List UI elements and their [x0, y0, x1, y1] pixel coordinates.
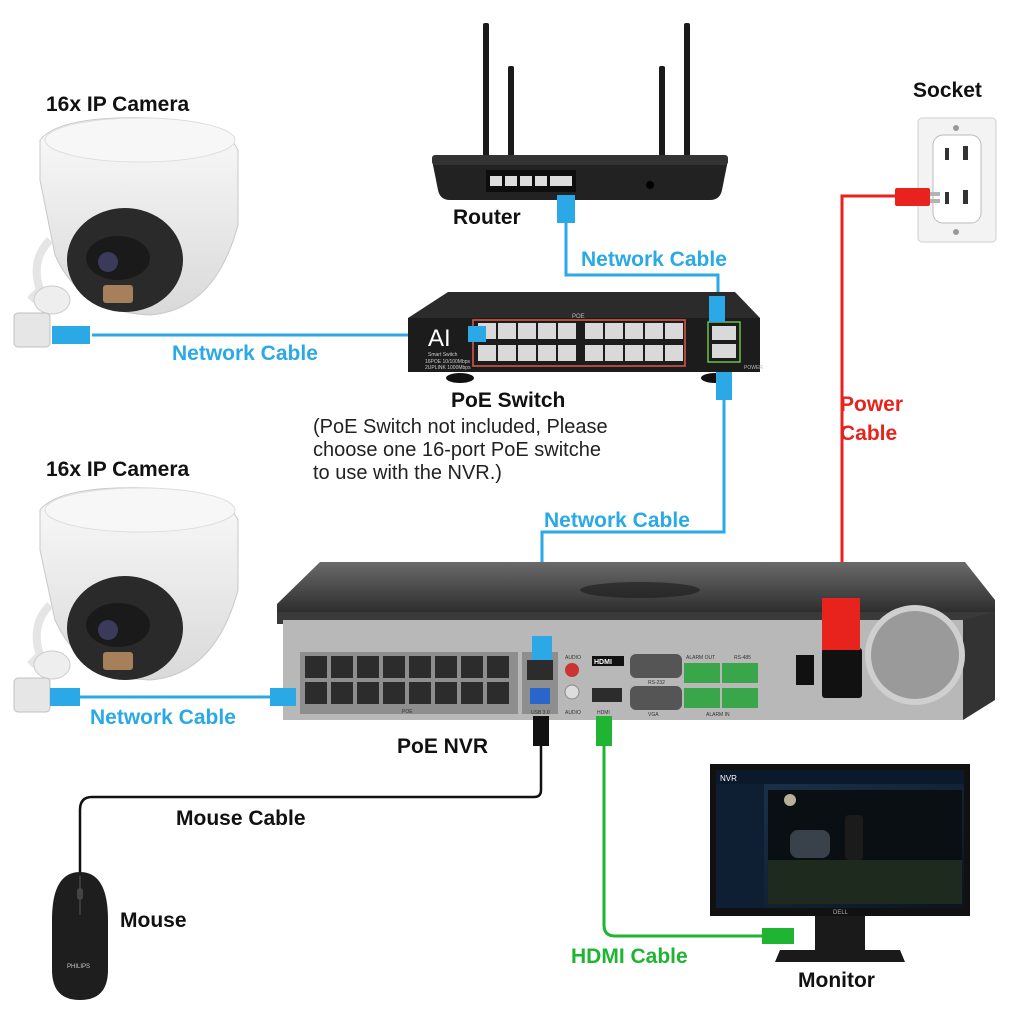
- power-cable-label-line1: Power: [840, 393, 904, 416]
- router-label: Router: [453, 206, 521, 229]
- switch-icon: AI Smart Switch 16POE 10/100Mbps 2UPLINK…: [408, 292, 763, 400]
- mouse-label: Mouse: [120, 909, 187, 932]
- monitor-brand: DELL: [833, 910, 849, 916]
- monitor-icon: NVR DELL: [710, 764, 970, 962]
- monitor-app-title: NVR: [720, 774, 737, 783]
- monitor-label: Monitor: [798, 969, 875, 992]
- fan-grill: [865, 605, 965, 705]
- poe-switch-note-2: choose one 16-port PoE switche: [313, 439, 601, 461]
- nvr-poe-label: POE: [402, 709, 413, 715]
- camera-top-label: 16x IP Camera: [46, 93, 190, 116]
- hdmi-cable-label: HDMI Cable: [571, 945, 688, 968]
- camera-icon: [13, 487, 239, 713]
- router-icon: [432, 23, 728, 223]
- nvr-vga-label: VGA: [648, 712, 659, 718]
- socket-icon: [895, 117, 997, 243]
- mouse-cable: [78, 746, 543, 872]
- switch-brand: AI: [428, 325, 451, 352]
- hdmi-cable: [602, 745, 768, 938]
- network-cable-switch-nvr-label: Network Cable: [544, 509, 690, 532]
- switch-poe-label: POE: [572, 314, 585, 320]
- nvr-alarm-out-label: ALARM OUT: [686, 655, 715, 661]
- nvr-audio-out-label: AUDIO: [565, 710, 581, 716]
- nvr-usb-label: USB 3.0: [531, 710, 550, 716]
- switch-sub2: 16POE 10/100Mbps: [425, 359, 471, 365]
- poe-switch-note-3: to use with the NVR.): [313, 462, 502, 484]
- nvr-hdmi-label: HDMI: [597, 710, 610, 716]
- poe-switch-label: PoE Switch: [451, 389, 566, 412]
- cables: [78, 194, 898, 938]
- network-cable-camera-top-label: Network Cable: [172, 342, 318, 365]
- poe-nvr-label: PoE NVR: [397, 735, 489, 758]
- mouse-brand: PHILIPS: [67, 964, 90, 970]
- mouse-icon: PHILIPS: [52, 872, 108, 1000]
- nvr-rs485-label: RS-485: [734, 655, 751, 661]
- switch-power-label: POWER: [744, 365, 763, 371]
- network-cable-router-switch: [564, 215, 720, 300]
- nvr-icon: POE USB 3.0 AUDIO AUDIO HDMI HDMI RS-232…: [270, 562, 995, 746]
- switch-sub1: Smart Switch: [428, 352, 458, 358]
- nvr-audio-in-label: AUDIO: [565, 655, 581, 661]
- nvr-hdmi-logo: HDMI: [594, 659, 612, 666]
- switch-sub3: 2UPLINK 1000Mbps: [425, 365, 471, 371]
- power-cable: [840, 194, 898, 600]
- nvr-alarm-in-label: ALARM IN: [706, 712, 730, 718]
- power-cable-label-line2: Cable: [840, 422, 898, 445]
- mouse-cable-label: Mouse Cable: [176, 807, 306, 830]
- network-cable-router-label: Network Cable: [581, 248, 727, 271]
- poe-switch-note-1: (PoE Switch not included, Please: [313, 416, 608, 438]
- nvr-rs232-label: RS-232: [648, 680, 665, 686]
- socket-label: Socket: [913, 79, 982, 102]
- network-cable-camera-bottom-label: Network Cable: [90, 706, 236, 729]
- camera-bottom-label: 16x IP Camera: [46, 458, 190, 481]
- camera-icon: [13, 117, 239, 348]
